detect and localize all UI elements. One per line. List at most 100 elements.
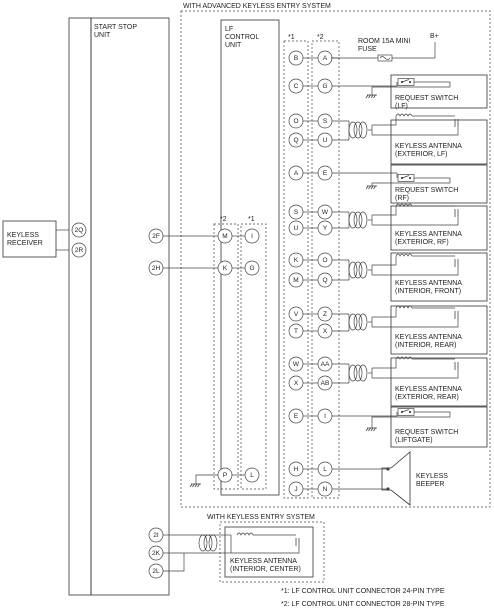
lf-pin-24-V: V — [288, 306, 304, 322]
twisted-pair-icon — [348, 364, 368, 382]
footnote-24pin: *1: LF CONTROL UNIT CONNECTOR 24-PIN TYP… — [281, 588, 445, 595]
pin-label: 2R — [75, 247, 84, 254]
start-stop-pin-2I: 2I — [148, 527, 164, 543]
lf-pin-28-U: U — [317, 132, 333, 148]
twisted-pair-icon — [348, 313, 368, 331]
twisted-pair-icon — [348, 261, 368, 279]
pin-label: N — [323, 486, 328, 493]
switch-ground-wire — [371, 412, 451, 428]
antenna-wire — [391, 217, 459, 226]
pin-label: G — [249, 265, 254, 272]
lf-pin-28-G: G — [317, 78, 333, 94]
pin-circle — [288, 323, 304, 339]
keyless-antenna-int-front-box — [390, 252, 488, 302]
pin-label: I — [324, 413, 326, 420]
pin-label: AB — [321, 380, 330, 387]
pin-circle — [288, 78, 304, 94]
antenna-wire — [391, 127, 459, 136]
lf-pin-28-Q: Q — [317, 272, 333, 288]
start-stop-pin-2F: 2F — [148, 228, 164, 244]
left-connector-28pin-group — [213, 223, 239, 490]
pin-label: V — [294, 311, 299, 318]
pin-circle — [288, 50, 304, 66]
pin-label: U — [294, 225, 299, 232]
switch-ground-wire — [371, 178, 451, 186]
request-switch-liftgate-box — [390, 406, 488, 448]
request-switch-wire — [332, 82, 398, 87]
advanced-system-title: WITH ADVANCED KEYLESS ENTRY SYSTEM — [183, 3, 331, 10]
lf-pin-28-AA: AA — [317, 356, 333, 372]
lf-pin-24-W: W — [288, 356, 304, 372]
ground-icon — [365, 427, 377, 432]
lf-pin-28-Z: Z — [317, 306, 333, 322]
start-stop-pin-2Q: 2Q — [71, 222, 87, 238]
pin-label: L — [250, 472, 254, 479]
ground-icon — [365, 94, 377, 99]
pin-label: B — [294, 55, 298, 62]
start-stop-pin-2K: 2K — [148, 545, 164, 561]
lf-pin-28-S: S — [317, 113, 333, 129]
pin-label: S — [323, 118, 328, 125]
ground-icon — [365, 185, 377, 190]
pin-circle — [288, 204, 304, 220]
lf-pin-28-L: L — [317, 461, 333, 477]
twisted-pair-icon — [348, 121, 368, 139]
lf-pin-28-I: I — [317, 408, 333, 424]
pin-label: Q — [322, 277, 327, 284]
request-switch-lf-box — [390, 74, 488, 109]
start-stop-pin-2H: 2H — [148, 260, 164, 276]
antenna-wire — [391, 116, 397, 126]
pin-label: O — [293, 118, 298, 125]
beeper-terminal — [386, 487, 390, 491]
pin-circle — [288, 132, 304, 148]
advanced-system-frame — [180, 10, 491, 508]
pin-label: U — [323, 137, 328, 144]
keyless-antenna-ext-lf-box — [390, 119, 488, 165]
pin-label: P — [223, 472, 227, 479]
keyless-antenna-ext-rf-label: KEYLESS ANTENNA (EXTERIOR, RF) — [395, 231, 463, 246]
antenna-coil-icon — [395, 305, 413, 309]
pin-circle — [288, 113, 304, 129]
pin-circle — [288, 375, 304, 391]
pin-label: S — [294, 209, 299, 216]
pin-label: M — [222, 233, 227, 240]
center-antenna-wire — [230, 535, 300, 554]
fuse-element-icon — [379, 56, 391, 60]
lf-ground-wire — [195, 474, 218, 484]
pin-circle — [288, 165, 304, 181]
lf-pin-24-Q: Q — [288, 132, 304, 148]
lf-pin-24-A: A — [288, 165, 304, 181]
connector-28pin-marker: *2 — [317, 34, 324, 41]
request-switch-liftgate-label: REQUEST SWITCH (LIFTGATE) — [395, 429, 460, 444]
keyless-antenna-int-center-box — [224, 526, 314, 578]
lf-left-pin-24-I: I — [244, 228, 260, 244]
start-stop-pin-2R: 2R — [71, 242, 87, 258]
pin-circle — [288, 408, 304, 424]
basic-system-frame — [219, 521, 325, 583]
antenna-coil-icon — [236, 532, 254, 536]
pin-label: X — [323, 328, 328, 335]
connector-24pin-marker: *1 — [288, 34, 295, 41]
left-connector-24pin-group — [240, 223, 267, 490]
lf-pin-24-M: M — [288, 272, 304, 288]
antenna-wire — [391, 256, 397, 266]
lf-pin-24-K: K — [288, 252, 304, 268]
antenna-coil-icon — [395, 113, 413, 117]
pin-label: Z — [323, 311, 327, 318]
pin-circle — [288, 306, 304, 322]
beeper-terminal — [386, 467, 390, 471]
pin-label: O — [322, 257, 327, 264]
pin-label: W — [322, 209, 329, 216]
pin-label: AA — [321, 361, 330, 368]
pin-circle — [288, 220, 304, 236]
pin-label: 2Q — [75, 227, 84, 234]
start-stop-unit-box — [68, 17, 92, 596]
keyless-beeper-icon — [381, 451, 411, 506]
lf-control-unit-box — [220, 19, 280, 496]
lf-pin-28-W: W — [317, 204, 333, 220]
pin-label: J — [294, 486, 297, 493]
connector-28pin-group — [311, 40, 340, 499]
start-stop-unit-inner-box — [90, 17, 170, 596]
